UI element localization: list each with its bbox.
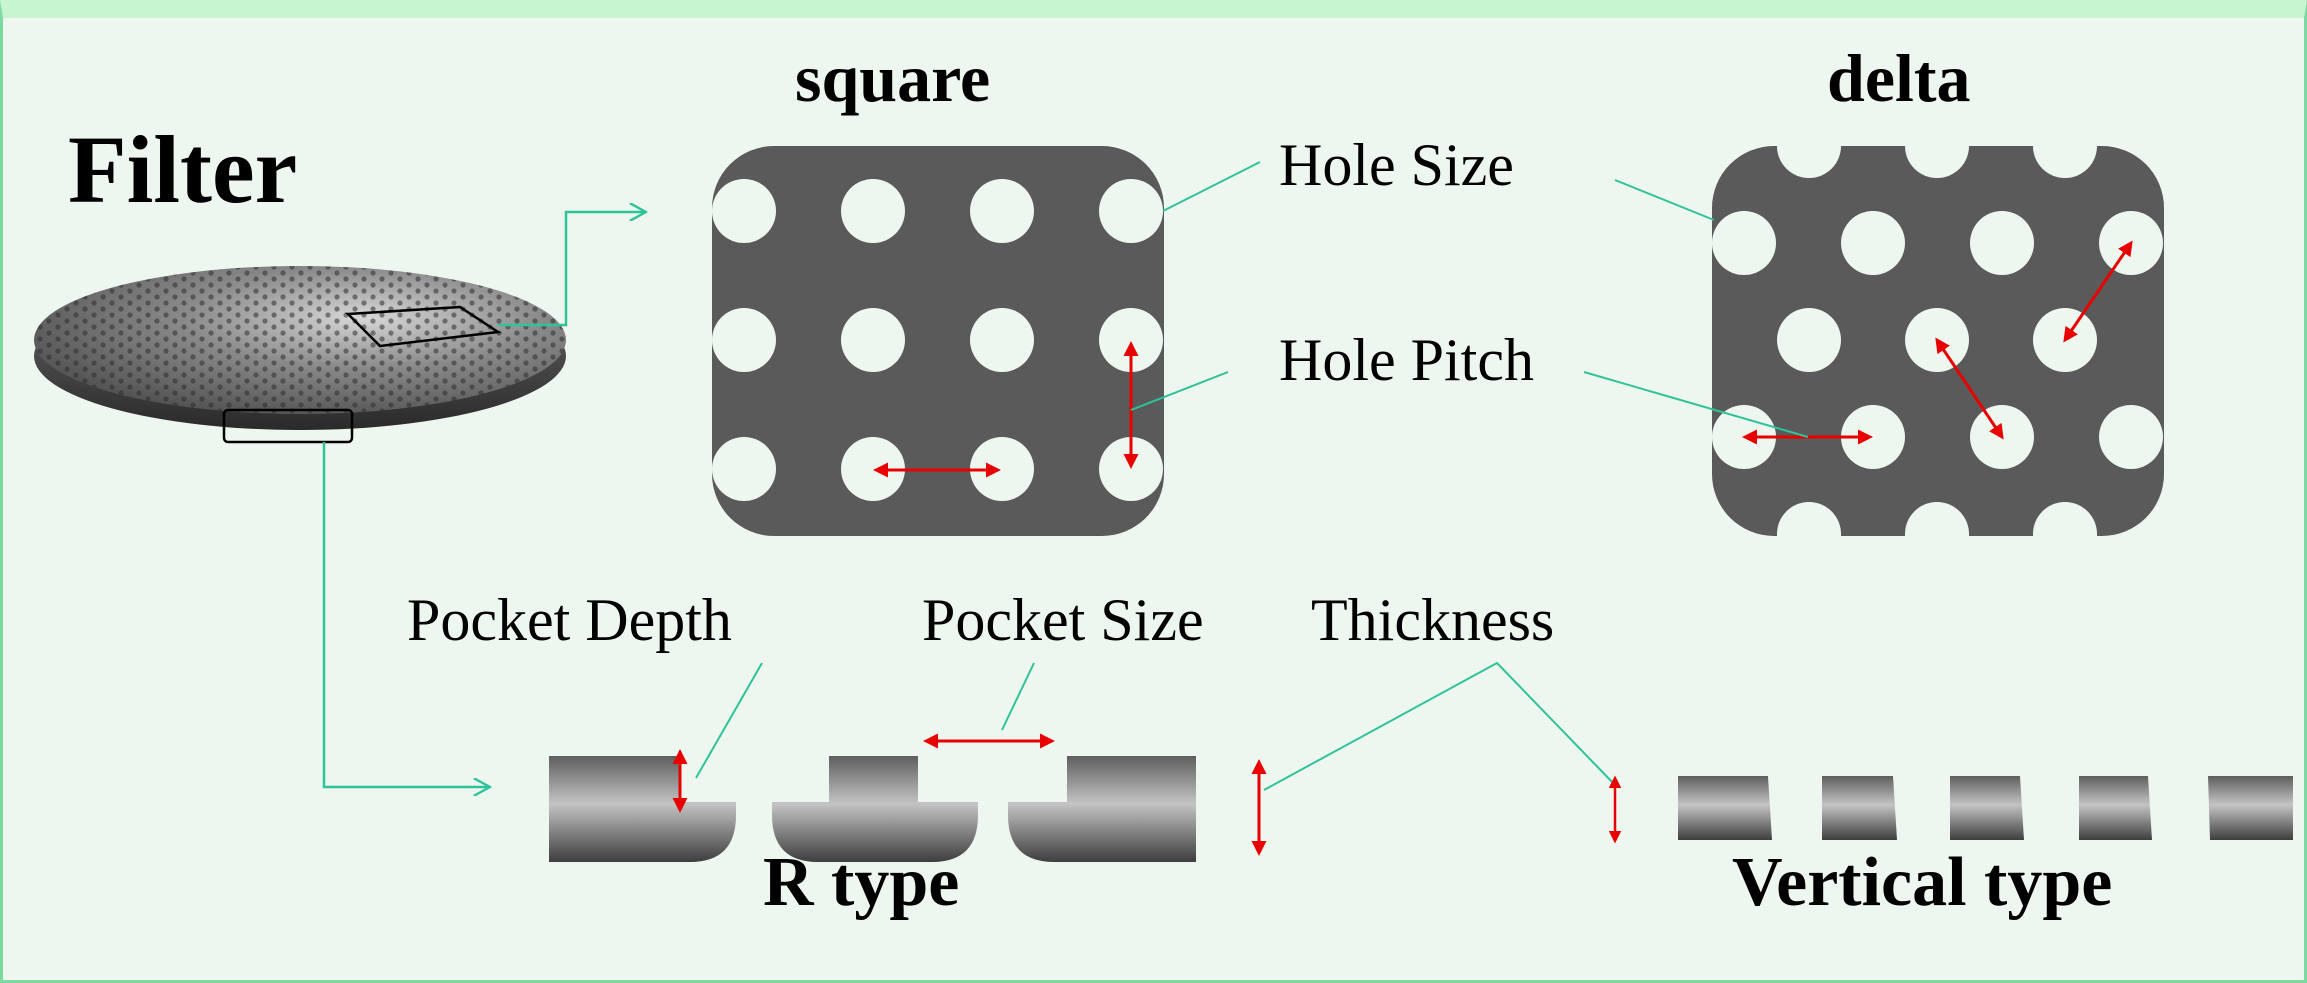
pocket-depth-leader bbox=[695, 662, 763, 779]
vertical-type-cross-section bbox=[1608, 775, 2293, 844]
callout-leaders bbox=[695, 161, 1809, 791]
square-holes bbox=[712, 179, 1163, 501]
page-title: Filter bbox=[68, 116, 298, 223]
hole-pitch-leader-delta bbox=[1583, 371, 1809, 438]
delta-pattern-heading: delta bbox=[1827, 40, 1971, 116]
pocket-size-label: Pocket Size bbox=[922, 587, 1204, 653]
pocket-size-leader bbox=[1001, 662, 1035, 731]
delta-pitch-arrow-diagonal-1 bbox=[1935, 337, 2004, 440]
hole-size-leader-delta bbox=[1614, 179, 1715, 221]
vertical-segment-4 bbox=[2079, 776, 2152, 840]
zoom-leader-bottom bbox=[322, 442, 490, 787]
hole-size-leader-square bbox=[1162, 161, 1261, 212]
vertical-segment-1 bbox=[1678, 776, 1772, 840]
r-type-cross-section bbox=[549, 733, 1267, 862]
pocket-depth-label: Pocket Depth bbox=[407, 587, 732, 653]
delta-holes bbox=[1712, 146, 2163, 536]
square-pattern-heading: square bbox=[795, 40, 991, 116]
r-type-segment-2 bbox=[772, 756, 978, 862]
r-type-segment-3 bbox=[1008, 756, 1196, 862]
zoom-leader-top bbox=[498, 212, 646, 327]
thickness-label: Thickness bbox=[1311, 587, 1555, 653]
filter-disc-image bbox=[34, 266, 566, 444]
hole-pitch-label: Hole Pitch bbox=[1279, 327, 1534, 393]
delta-pattern-plate bbox=[1712, 146, 2164, 536]
vertical-type-label: Vertical type bbox=[1732, 844, 2113, 921]
r-type-segment-1 bbox=[549, 756, 736, 862]
vertical-segment-5 bbox=[2208, 776, 2293, 840]
vertical-segment-3 bbox=[1950, 776, 2024, 840]
square-pattern-plate bbox=[712, 146, 1164, 536]
delta-pitch-arrow-diagonal-2 bbox=[2063, 240, 2133, 343]
vertical-segment-2 bbox=[1822, 776, 1897, 840]
r-type-label: R type bbox=[763, 844, 960, 921]
hole-size-label: Hole Size bbox=[1279, 132, 1514, 198]
thickness-leader bbox=[1263, 661, 1616, 791]
hole-pitch-leader-square bbox=[1130, 371, 1229, 411]
